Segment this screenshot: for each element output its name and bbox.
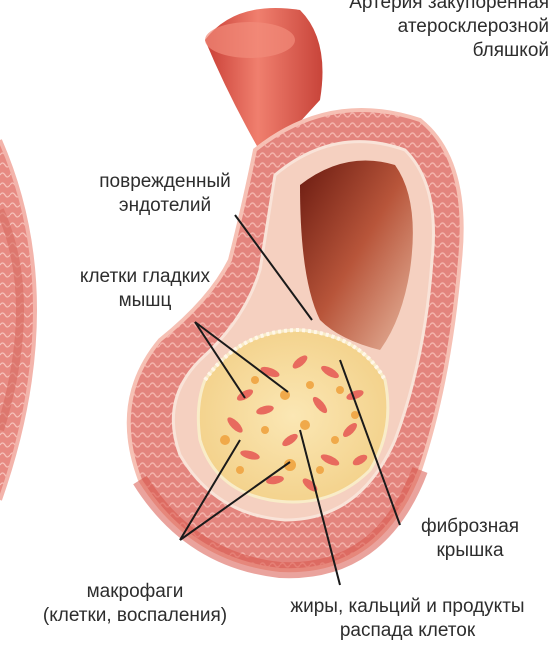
title-line-2: атеросклерозной: [320, 15, 549, 39]
macrophages-label: макрофаги (клетки, воспаления): [30, 580, 240, 628]
fibrous-cap-line-2: крышка: [405, 539, 535, 563]
smooth-muscle-line-2: мышц: [60, 289, 230, 313]
endothelium-line-1: поврежденный: [80, 170, 250, 194]
lipids-line-2: распада клеток: [270, 619, 545, 643]
left-vessel-segment: [0, 140, 35, 500]
endothelium-line-2: эндотелий: [80, 194, 250, 218]
title-label: Артерия закупоренная атеросклерозной бля…: [320, 0, 549, 63]
title-line-3: бляшкой: [320, 39, 549, 63]
title-line-1: Артерия закупоренная: [320, 0, 549, 15]
fibrous-cap-label: фиброзная крышка: [405, 515, 535, 563]
lipids-line-1: жиры, кальций и продукты: [270, 595, 545, 619]
macrophages-line-1: макрофаги: [30, 580, 240, 604]
lipids-label: жиры, кальций и продукты распада клеток: [270, 595, 545, 643]
smooth-muscle-line-1: клетки гладких: [60, 265, 230, 289]
macrophages-line-2: (клетки, воспаления): [30, 604, 240, 628]
fibrous-cap-line-1: фиброзная: [405, 515, 535, 539]
endothelium-label: поврежденный эндотелий: [80, 170, 250, 218]
smooth-muscle-label: клетки гладких мышц: [60, 265, 230, 313]
